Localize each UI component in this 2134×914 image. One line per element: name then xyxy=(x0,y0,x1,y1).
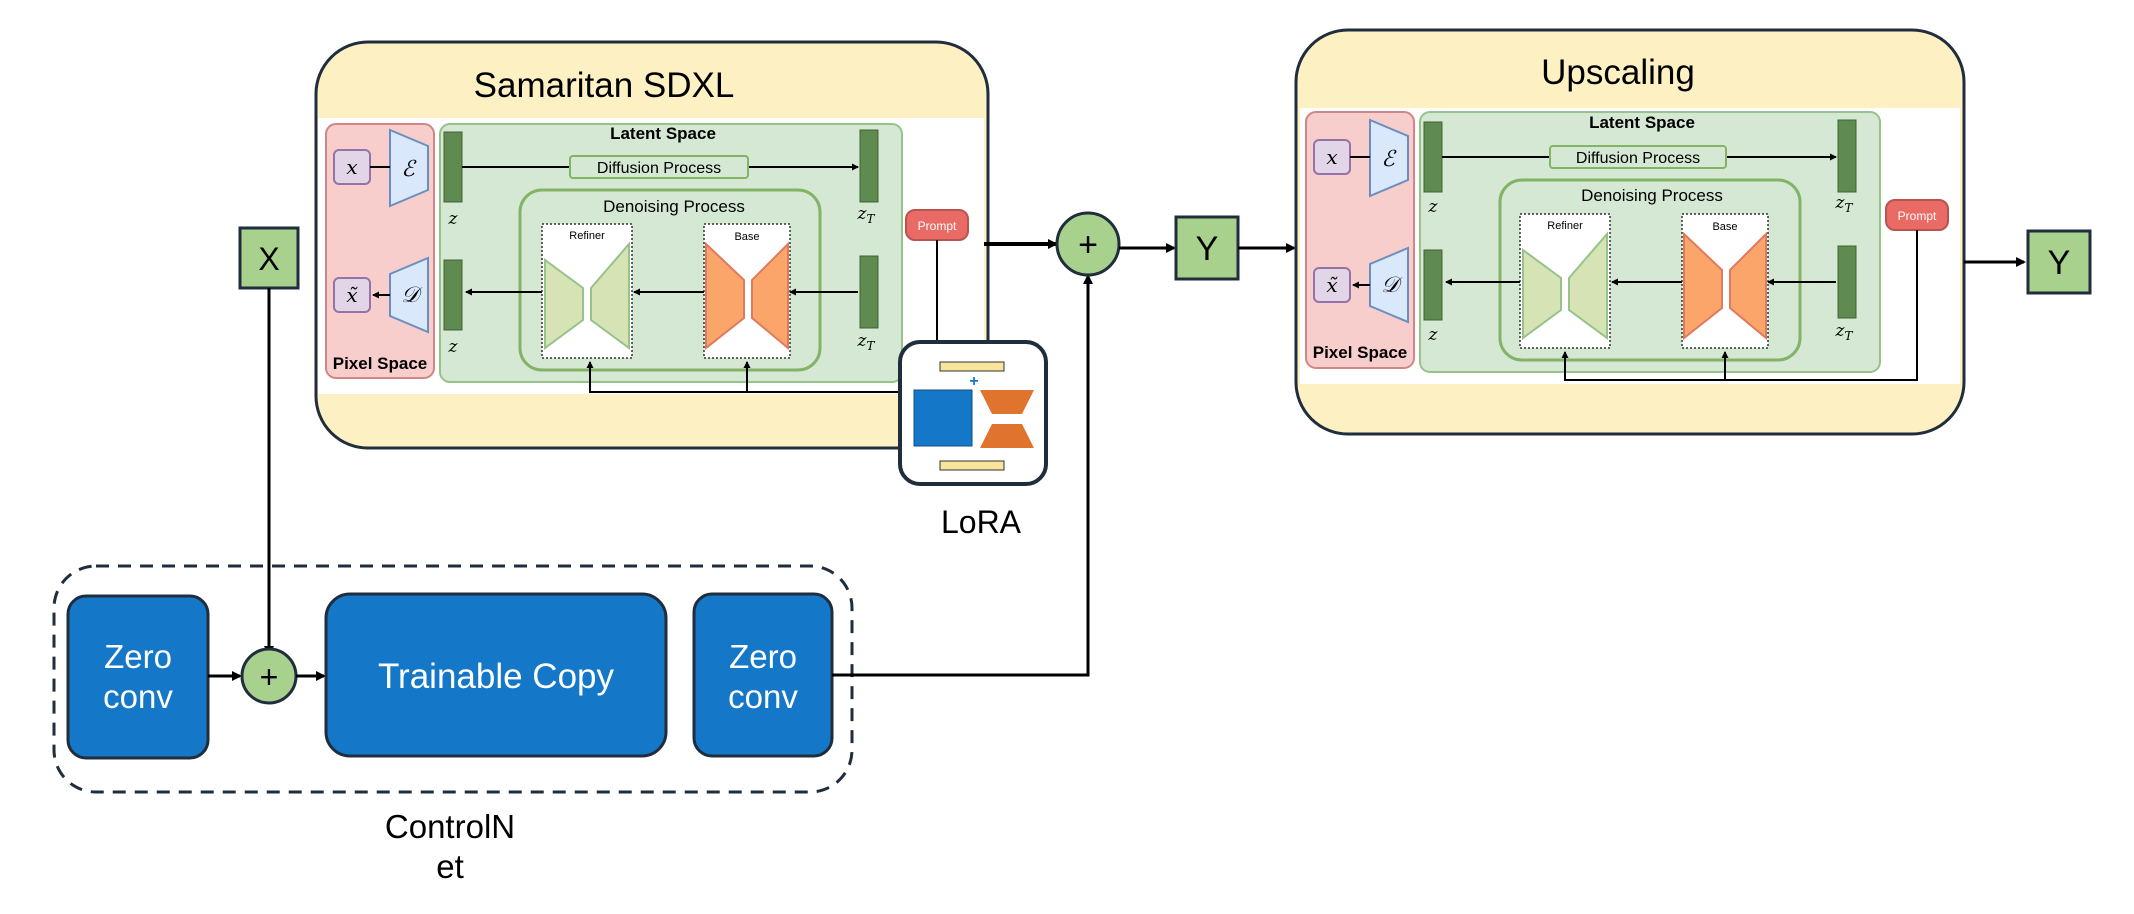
svg-text:Zero: Zero xyxy=(104,638,172,675)
trainable-copy-block xyxy=(324,592,668,758)
svg-text:zT: zT xyxy=(857,204,876,226)
latent-bar-z-top xyxy=(443,131,463,203)
svg-text:+: + xyxy=(1078,226,1098,264)
controlnet-block: Zero conv + Trainable Copy Zero conv Con… xyxy=(52,564,854,885)
latent-space-label: Latent Space xyxy=(610,124,716,143)
encoder-symbol: ℰ xyxy=(401,157,417,182)
svg-text:Base: Base xyxy=(734,231,759,243)
base-unet-right xyxy=(751,241,789,351)
denoising-process-label: Denoising Process xyxy=(603,197,745,216)
svg-text:z: z xyxy=(1428,197,1439,217)
svg-text:conv: conv xyxy=(728,678,798,715)
decoder-trapezoid xyxy=(1369,246,1409,324)
upscaling-panel: Upscaling Latent Space Pixel Space x x̃ … xyxy=(1294,28,1966,436)
lora-label: LoRA xyxy=(941,504,1022,540)
lora-block: + LoRA xyxy=(898,340,1048,540)
svg-text:Y: Y xyxy=(1196,230,1219,268)
controlnet-label-line1: ControlN xyxy=(385,808,515,845)
encoder-trapezoid xyxy=(389,128,429,208)
refiner-unet-left xyxy=(544,258,584,350)
lora-plus-icon: + xyxy=(969,373,978,390)
svg-text:z: z xyxy=(1428,325,1439,345)
svg-text:ℰ: ℰ xyxy=(1381,147,1397,172)
svg-text:x: x xyxy=(1326,145,1337,169)
lora-box xyxy=(898,340,1048,486)
output-y-final xyxy=(2026,229,2092,295)
decoder-symbol: 𝒟 xyxy=(401,283,423,308)
refiner-unet-right xyxy=(1568,231,1608,340)
svg-text:+: + xyxy=(260,659,279,695)
latent-bar-z-top xyxy=(1423,121,1443,193)
svg-text:Prompt: Prompt xyxy=(1898,209,1937,223)
svg-text:Prompt: Prompt xyxy=(918,219,957,233)
main-sum-node xyxy=(1055,211,1121,277)
x-tilde-symbol: x̃ xyxy=(346,283,358,307)
output-x-tilde-box xyxy=(1313,267,1351,303)
diffusion-process-box xyxy=(569,155,749,179)
sdxl-title: Samaritan SDXL xyxy=(474,66,735,105)
svg-text:𝒟: 𝒟 xyxy=(1381,273,1403,298)
sdxl-panel: Samaritan SDXL Latent Space Pixel Space … xyxy=(314,40,990,450)
svg-text:Trainable Copy: Trainable Copy xyxy=(378,657,615,696)
diffusion-process-box xyxy=(1549,145,1727,169)
output-x-tilde-box xyxy=(333,277,371,313)
latent-bar-z-bottom xyxy=(1423,249,1443,321)
lora-weight-block xyxy=(913,389,973,447)
base-unet-left xyxy=(705,241,745,351)
controlnet-frame xyxy=(52,564,854,794)
lora-up-projection xyxy=(980,424,1034,448)
diffusion-process-label: Diffusion Process xyxy=(597,160,721,177)
refiner-unet-left xyxy=(1522,248,1562,340)
decoder-trapezoid xyxy=(389,256,429,334)
svg-text:conv: conv xyxy=(103,678,173,715)
latent-bar-zt-bottom xyxy=(859,255,879,329)
refiner-unet-right xyxy=(590,241,630,350)
latent-bar-zt-top xyxy=(1837,119,1857,193)
svg-text:Y: Y xyxy=(2048,244,2071,282)
latent-bar-zt-bottom xyxy=(1837,245,1857,319)
svg-text:Base: Base xyxy=(1712,221,1737,233)
svg-text:x̃: x̃ xyxy=(1326,273,1338,297)
lora-down-projection xyxy=(980,390,1034,414)
svg-text:Zero: Zero xyxy=(729,638,797,675)
svg-text:Refiner: Refiner xyxy=(569,230,605,242)
svg-text:z: z xyxy=(448,209,459,229)
x-symbol: x xyxy=(346,155,357,179)
svg-text:zT: zT xyxy=(857,331,876,353)
latent-bar-zt-top xyxy=(859,129,879,203)
base-unet-right xyxy=(1729,231,1767,341)
input-x-label: X xyxy=(258,241,279,277)
zero-conv-right xyxy=(692,592,834,758)
svg-text:Pixel Space: Pixel Space xyxy=(1313,343,1408,362)
lora-bottom-bar xyxy=(939,460,1005,471)
pixel-space-label: Pixel Space xyxy=(333,354,428,373)
svg-text:Refiner: Refiner xyxy=(1547,220,1583,232)
base-unet-left xyxy=(1683,231,1723,341)
upscaling-title: Upscaling xyxy=(1541,53,1695,92)
svg-text:zT: zT xyxy=(1835,193,1854,215)
svg-text:zT: zT xyxy=(1835,321,1854,343)
encoder-trapezoid xyxy=(1369,118,1409,198)
lora-top-bar xyxy=(939,361,1005,372)
controlnet-label-line2: et xyxy=(436,848,464,885)
svg-text:Diffusion Process: Diffusion Process xyxy=(1576,150,1700,167)
latent-bar-z-bottom xyxy=(443,259,463,331)
svg-text:Latent Space: Latent Space xyxy=(1589,113,1695,132)
svg-text:Denoising Process: Denoising Process xyxy=(1581,186,1723,205)
svg-text:z: z xyxy=(448,337,459,357)
zero-conv-left xyxy=(66,594,210,760)
